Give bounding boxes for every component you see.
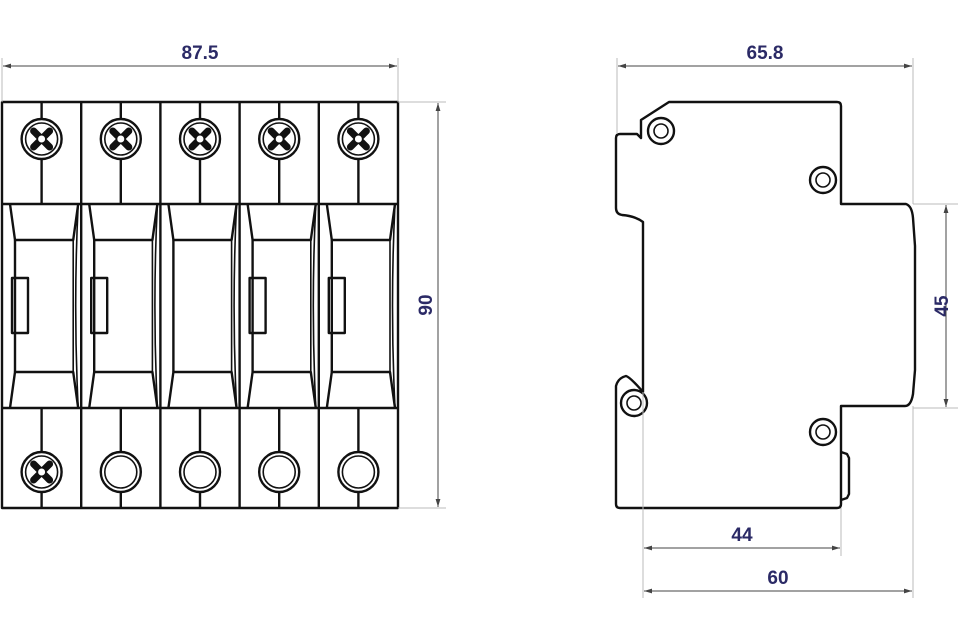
side-rivet — [808, 417, 838, 447]
front-height-dimension-label: 45 — [932, 295, 953, 317]
terminal-hole-bottom — [337, 450, 380, 494]
side-dimensions: 65.8 45 44 60 — [616, 43, 958, 598]
side-rivet — [808, 165, 838, 195]
pole-module — [79, 102, 159, 508]
width-dimension-label: 87.5 — [182, 43, 219, 64]
terminal-screw-top — [258, 117, 301, 161]
pole-module — [317, 102, 397, 508]
side-rivet — [646, 116, 676, 146]
side-outline — [614, 100, 917, 510]
terminal-hole-bottom — [99, 450, 143, 494]
pole-module — [8, 102, 80, 508]
terminal-hole-bottom — [178, 450, 222, 494]
terminal-screw-top — [337, 117, 380, 161]
toggle-window — [10, 276, 30, 335]
front-dimensions: 87.5 90 — [1, 43, 446, 509]
toggle-window — [89, 276, 109, 335]
terminal-screw-top — [99, 117, 143, 161]
side-tab — [840, 450, 851, 502]
terminal-screw-top — [178, 117, 222, 161]
side-view — [614, 100, 917, 510]
toggle-window — [327, 276, 346, 335]
terminal-screw-bottom — [20, 450, 63, 494]
side-rivet — [619, 388, 649, 418]
pole-module — [159, 102, 238, 508]
terminal-screw-top — [20, 117, 63, 161]
front-view — [0, 100, 400, 510]
height-dimension-label: 90 — [416, 294, 437, 315]
body-depth-dimension-label: 60 — [767, 568, 788, 589]
rail-depth-dimension-label: 44 — [731, 525, 753, 546]
depth-dimension-label: 65.8 — [747, 43, 784, 64]
pole-module — [238, 102, 317, 508]
terminal-hole-bottom — [258, 450, 301, 494]
toggle-window — [248, 276, 267, 335]
